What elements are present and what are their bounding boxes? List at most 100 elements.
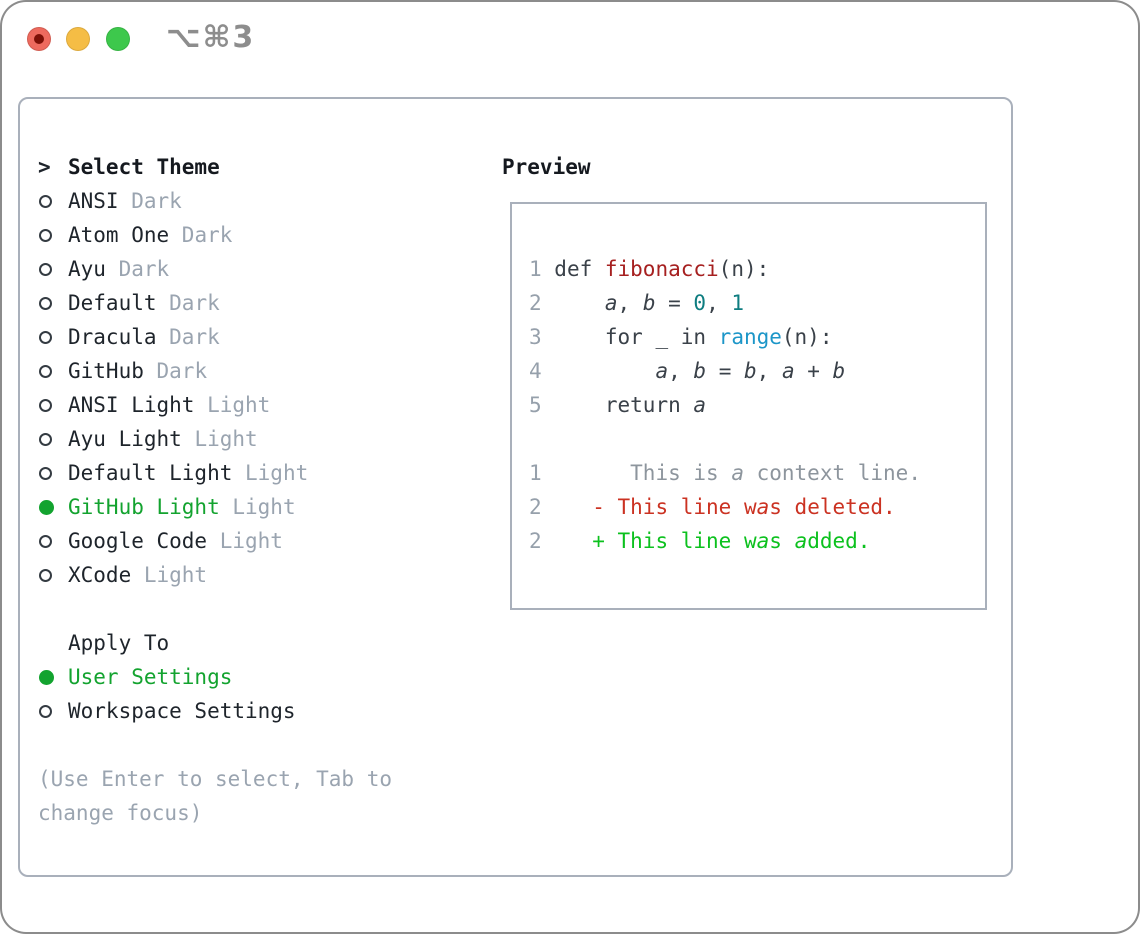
theme-option-default[interactable]: Default Dark [38, 286, 308, 320]
code-token: b [642, 291, 656, 315]
code-token: (n): [781, 325, 833, 349]
code-line: 1 This is a context line. [529, 456, 921, 490]
prompt-icon: > [38, 155, 51, 179]
close-button-icon[interactable] [27, 27, 51, 51]
theme-option-atom-one[interactable]: Atom One Dark [38, 218, 308, 252]
code-token: s deleted. [769, 495, 896, 519]
code-token: s [769, 529, 795, 553]
code-line: 3 for _ in range(n): [529, 320, 921, 354]
window-title: ⌥⌘3 [166, 20, 256, 55]
code-token: (n): [718, 257, 770, 281]
theme-variant: Dark [181, 223, 233, 247]
radio-icon [38, 534, 68, 548]
theme-variant: Dark [156, 359, 208, 383]
theme-name: Google Code [68, 529, 220, 553]
code-line: 2 - This line was deleted. [529, 490, 921, 524]
code-token [554, 291, 605, 315]
code-line: 2 + This line was added. [529, 524, 921, 558]
theme-option-github[interactable]: GitHub Dark [38, 354, 308, 388]
theme-variant: Light [232, 495, 296, 519]
theme-variant: Dark [169, 325, 220, 349]
theme-name: ANSI [68, 189, 132, 213]
code-token: 4 [529, 359, 555, 383]
theme-variant: Dark [169, 291, 220, 315]
code-token: + [794, 359, 833, 383]
code-token: , [668, 359, 694, 383]
theme-variant: Light [194, 427, 258, 451]
code-token: a [781, 359, 795, 383]
code-token: a [655, 359, 669, 383]
theme-name: XCode [68, 563, 144, 587]
apply-option-label: Workspace Settings [68, 699, 296, 723]
radio-icon [38, 704, 68, 718]
code-token: b [832, 359, 846, 383]
theme-option-dracula[interactable]: Dracula Dark [38, 320, 308, 354]
code-token: 1 [529, 257, 555, 281]
radio-selected-icon [38, 669, 68, 685]
theme-option-ayu-light[interactable]: Ayu Light Light [38, 422, 308, 456]
code-token: , [756, 359, 782, 383]
code-token: 1 [529, 461, 542, 485]
apply-option-user-settings[interactable]: User Settings [38, 660, 296, 694]
hint-line-2: change focus) [38, 801, 203, 825]
code-line: 2 a, b = 0, 1 [529, 286, 921, 320]
code-token: context line. [743, 461, 921, 485]
theme-name: Default Light [68, 461, 246, 485]
theme-option-xcode[interactable]: XCode Light [38, 558, 308, 592]
code-token: = [655, 291, 694, 315]
theme-option-google-code[interactable]: Google Code Light [38, 524, 308, 558]
code-token: a [731, 461, 744, 485]
theme-variant: Light [219, 529, 283, 553]
radio-icon [38, 330, 68, 344]
theme-name: Dracula [68, 325, 170, 349]
code-token: return [554, 393, 694, 417]
apply-option-workspace-settings[interactable]: Workspace Settings [38, 694, 296, 728]
code-token: 0 [693, 291, 707, 315]
theme-variant: Light [143, 563, 208, 587]
theme-name: GitHub [68, 359, 157, 383]
code-token: This is [541, 461, 732, 485]
radio-icon [38, 296, 68, 310]
code-line: 1 def fibonacci(n): [529, 252, 921, 286]
apply-option-label: User Settings [68, 665, 233, 689]
code-token: 2 [529, 495, 542, 519]
code-token [542, 529, 593, 553]
theme-option-ansi-light[interactable]: ANSI Light Light [38, 388, 308, 422]
code-token: 3 [529, 325, 555, 349]
radio-icon [38, 398, 68, 412]
code-token: a [756, 495, 770, 519]
code-token: + This line w [592, 529, 757, 553]
preview-title: Preview [502, 155, 591, 179]
theme-list-header: > Select Theme [38, 150, 308, 184]
radio-icon [38, 568, 68, 582]
theme-name: ANSI Light [68, 393, 208, 417]
theme-list-title: Select Theme [68, 155, 220, 179]
code-token: 1 [731, 291, 745, 315]
code-token [554, 359, 655, 383]
hint-line-1: (Use Enter to select, Tab to [38, 767, 393, 791]
theme-name: Default [68, 291, 170, 315]
titlebar: ⌥⌘3 [0, 0, 1140, 78]
keyboard-hint: (Use Enter to select, Tab to change focu… [38, 762, 392, 830]
code-token: for _ in [554, 325, 719, 349]
radio-icon [38, 262, 68, 276]
code-token: a [794, 529, 808, 553]
code-token: = [706, 359, 744, 383]
theme-option-default-light[interactable]: Default Light Light [38, 456, 308, 490]
theme-option-ayu[interactable]: Ayu Dark [38, 252, 308, 286]
code-token: , [617, 291, 643, 315]
minimize-button-icon[interactable] [66, 27, 90, 51]
zoom-button-icon[interactable] [106, 27, 130, 51]
theme-name: GitHub Light [68, 495, 233, 519]
theme-option-ansi[interactable]: ANSI Dark [38, 184, 308, 218]
theme-option-github-light[interactable]: GitHub Light Light [38, 490, 308, 524]
theme-name: Ayu Light [68, 427, 195, 451]
radio-icon [38, 466, 68, 480]
code-line: 5 return a [529, 388, 921, 422]
